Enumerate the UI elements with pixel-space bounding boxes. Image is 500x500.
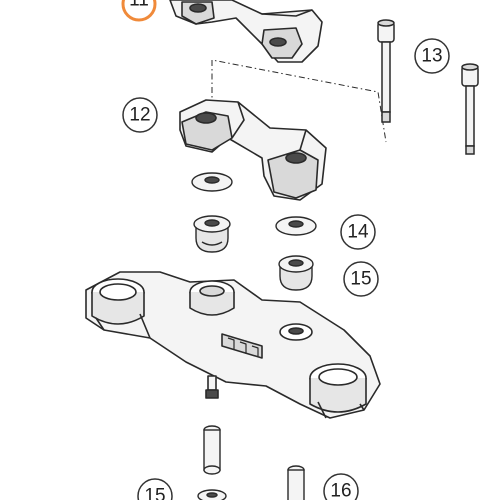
spacer-pin-16[interactable] [287, 465, 305, 500]
lower-handlebar-clamp[interactable] [179, 99, 327, 201]
washer-14[interactable] [275, 216, 317, 236]
callout-13-ring [414, 38, 450, 74]
callout-15-bottom-label: 15 [144, 486, 165, 500]
callout-12-label: 12 [129, 105, 150, 126]
washer-upper[interactable] [191, 172, 233, 192]
callout-15-bottom[interactable]: 15 [137, 478, 173, 500]
callout-14-label: 14 [347, 222, 369, 243]
callout-14[interactable]: 14 [340, 214, 376, 250]
assembly-guide-line [211, 59, 387, 143]
bolt-13[interactable] [377, 19, 395, 123]
callout-16[interactable]: 16 [323, 473, 359, 500]
callout-11-label: 11 [129, 0, 149, 11]
callout-16-ring [323, 473, 359, 500]
upper-handlebar-clamp[interactable] [169, 0, 323, 63]
callout-13-label: 13 [421, 46, 442, 67]
brand-emboss [221, 333, 263, 359]
callout-15-middle-label: 15 [350, 269, 371, 290]
callout-12-ring [122, 97, 158, 133]
callout-16-label: 16 [330, 481, 351, 500]
rubber-bushing-left[interactable] [193, 215, 231, 253]
callout-11[interactable]: 11 [121, 0, 157, 22]
spacer-pin-left[interactable] [203, 425, 221, 475]
callout-11-ring [121, 0, 157, 22]
callout-15-middle-ring [343, 261, 379, 297]
callout-14-ring [340, 214, 376, 250]
callout-13[interactable]: 13 [414, 38, 450, 74]
callout-15-middle[interactable]: 15 [343, 261, 379, 297]
callout-15-bottom-ring [137, 478, 173, 500]
washer-bottom[interactable] [197, 489, 227, 500]
callout-12[interactable]: 12 [122, 97, 158, 133]
upper-triple-clamp[interactable] [85, 271, 381, 419]
rubber-bushing-15[interactable] [278, 255, 314, 291]
bolt-right[interactable] [461, 63, 479, 155]
